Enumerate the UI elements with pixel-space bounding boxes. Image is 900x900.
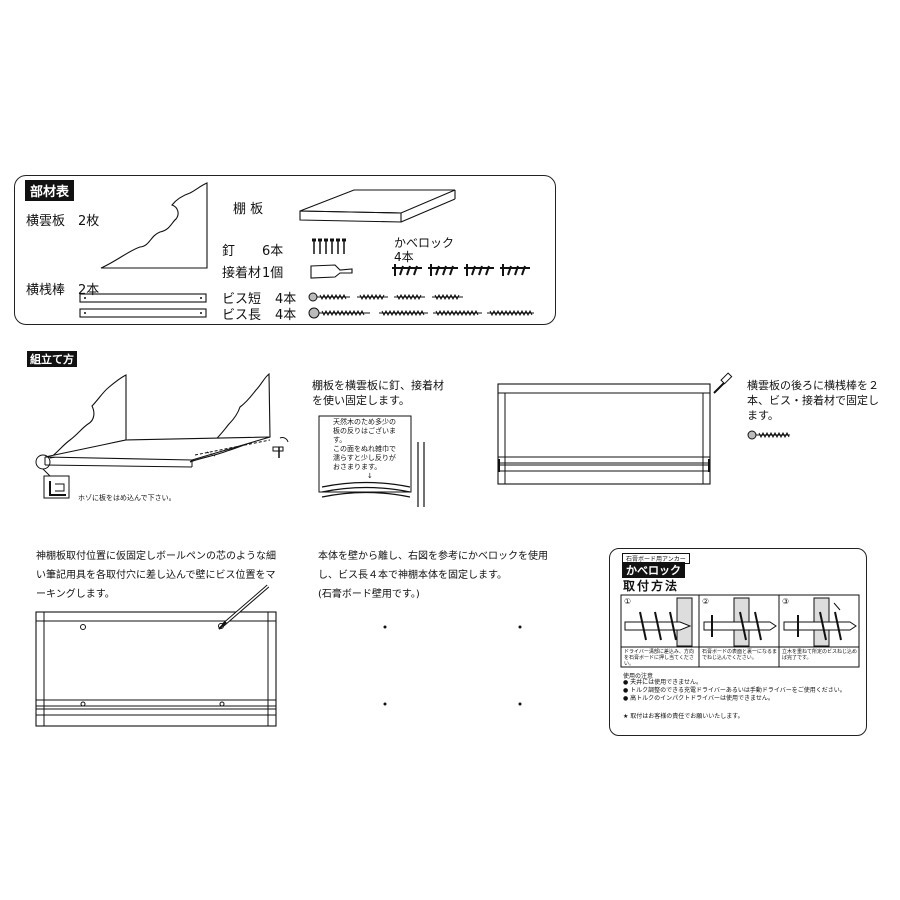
anchor-step-1-caption: ドライバー溝部に差込み、方向を石膏ボードに押し当てください。 bbox=[624, 649, 694, 667]
caution-item: ● トルク調整のできる充電ドライバーあるいは手動ドライバーをご使用ください。 bbox=[623, 687, 846, 694]
step4-line: (石膏ボード壁用です。) bbox=[318, 589, 420, 600]
warp-note-box: 天然木のため多少の 板の反りはございま す。 この面をぬれ雑巾で 濡らすと少し反… bbox=[333, 418, 413, 481]
assembly-title: 組立て方 bbox=[27, 351, 77, 367]
anchor-brand: かべロック bbox=[622, 562, 685, 578]
step2-line: 横雲板の後ろに横桟棒を２ bbox=[747, 379, 879, 392]
kugi-name: 釘 bbox=[222, 244, 236, 259]
adhesive-name: 接着材 bbox=[222, 266, 262, 281]
anchor-step-2-num: ② bbox=[702, 597, 710, 606]
warp-note-line: おさまります。 bbox=[333, 463, 382, 471]
step3-line: ーキングします。 bbox=[36, 589, 115, 600]
anchor-step-3-caption: 立木を重ねて所定のビスねじ込めば完了です。 bbox=[782, 649, 858, 661]
step4-line: し、ビス長４本で神棚本体を固定します。 bbox=[318, 570, 507, 581]
step4-line: 本体を壁から離し、右図を参考にかべロックを使用 bbox=[318, 551, 548, 562]
yokogumo-name: 横雲板 bbox=[26, 214, 66, 229]
parts-list-panel bbox=[14, 175, 556, 325]
yokosan-name: 横桟棒 bbox=[26, 283, 66, 298]
kugi-qty: 6本 bbox=[262, 244, 284, 259]
warp-note-line: 濡らすと少し反りが bbox=[333, 454, 396, 462]
kabelock-name: かべロック bbox=[394, 236, 455, 250]
yokogumo-qty: 2枚 bbox=[78, 214, 100, 229]
step2-line: 本、ビス・接着材で固定し bbox=[747, 394, 879, 407]
screw-long-name: ビス長 bbox=[222, 308, 262, 323]
caution-list: ● 天井には使用できません。 ● トルク調整のできる充電ドライバーあるいは手動ド… bbox=[623, 679, 846, 703]
anchor-step-3-num: ③ bbox=[782, 597, 790, 606]
warp-note-line: この面をぬれ雑巾で bbox=[333, 445, 396, 453]
tana-name: 棚 板 bbox=[233, 202, 264, 217]
anchor-step-2-caption: 石膏ボードの表面と裏一になるまでねじ込んでください。 bbox=[702, 649, 778, 661]
step4-text: 本体を壁から離し、右図を参考にかべロックを使用 し、ビス長４本で神棚本体を固定し… bbox=[318, 547, 548, 604]
caution-item: ● 天井には使用できません。 bbox=[623, 679, 702, 686]
caution-title: 使用の注意 bbox=[623, 673, 654, 680]
screw-long-qty: 4本 bbox=[275, 308, 297, 323]
step3-line: 神棚板取付位置に仮固定しボールペンの芯のような細 bbox=[36, 551, 276, 562]
step1-text: 棚板を横雲板に釘、接着材を使い固定します。 bbox=[312, 379, 444, 407]
step3-text: 神棚板取付位置に仮固定しボールペンの芯のような細 い筆記用具を各取付穴に差し込ん… bbox=[36, 547, 276, 604]
kabelock-instruction-card bbox=[609, 548, 867, 736]
warp-note-line: す。 bbox=[333, 436, 347, 444]
screw-short-qty: 4本 bbox=[275, 292, 297, 307]
step2-line: ます。 bbox=[747, 409, 779, 422]
caution-item: ● 高トルクのインパクトドライバーは使用できません。 bbox=[623, 695, 774, 702]
step3-line: い筆記用具を各取付穴に差し込んで壁にビス位置をマ bbox=[36, 570, 276, 581]
anchor-step-1-num: ① bbox=[624, 597, 632, 606]
warp-note-line: 天然木のため多少の bbox=[333, 418, 396, 426]
adhesive-qty: 1個 bbox=[262, 266, 284, 281]
parts-list-title: 部材表 bbox=[25, 180, 75, 201]
screw-short-name: ビス短 bbox=[222, 292, 262, 307]
warp-note-arrow: ↓ bbox=[367, 472, 373, 480]
anchor-footer: ★ 取付はお客様の責任でお願いいたします。 bbox=[623, 713, 744, 720]
kabelock-qty: 4本 bbox=[394, 250, 414, 264]
anchor-heading: 取付方法 bbox=[623, 579, 680, 593]
hozo-note: ホゾに板をはめ込んで下さい。 bbox=[78, 494, 176, 502]
warp-note-line: 板の反りはございま bbox=[333, 427, 396, 435]
step2-text: 横雲板の後ろに横桟棒を２ 本、ビス・接着材で固定し ます。 bbox=[747, 378, 879, 423]
